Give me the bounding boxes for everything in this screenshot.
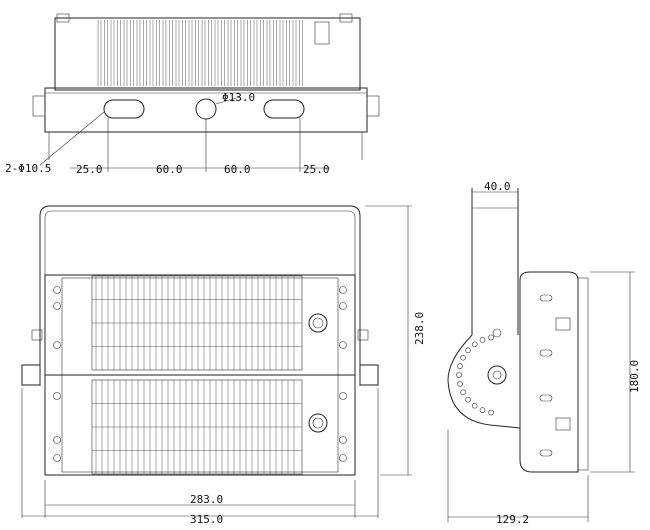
slot-icon — [539, 349, 553, 357]
center-hole-leader — [215, 96, 241, 105]
index-hole — [460, 389, 466, 396]
bolt-icon — [339, 286, 347, 294]
label-front-overall-width: 315.0 — [190, 513, 223, 526]
label-offset-left: 25.0 — [76, 163, 103, 176]
side-arc-holes — [456, 334, 494, 416]
label-side-body-height: 180.0 — [628, 360, 641, 393]
slot-hole-left — [103, 99, 145, 119]
bolt-icon — [53, 286, 61, 294]
bolt-icon — [53, 341, 61, 349]
bolt-icon — [53, 392, 61, 400]
label-front-height: 238.0 — [413, 312, 426, 345]
bolt-icon — [339, 392, 347, 400]
side-bracket-arm — [471, 188, 519, 335]
bolt-icon — [339, 341, 347, 349]
side-pivot-bolt — [487, 365, 507, 385]
front-bolts — [53, 286, 347, 462]
index-hole — [471, 341, 478, 348]
slot-hole-right — [263, 99, 305, 119]
front-fins — [92, 276, 302, 474]
front-yoke-outer — [39, 205, 361, 375]
bolt-icon — [339, 436, 347, 444]
label-span-right: 60.0 — [224, 163, 251, 176]
index-hole — [460, 354, 466, 361]
bracket-lock-right — [357, 329, 369, 341]
side-slots — [539, 294, 571, 457]
latch-icon — [555, 417, 571, 431]
index-hole — [479, 407, 486, 413]
center-hole — [195, 98, 217, 120]
label-side-bracket-width: 40.0 — [484, 180, 511, 193]
connector-lower — [308, 413, 328, 433]
label-side-overall-width: 129.2 — [496, 513, 529, 526]
bolt-icon — [339, 454, 347, 462]
top-view: 2-Φ10.5 Φ13.0 25.0 60.0 60.0 25.0 — [5, 13, 380, 176]
bolt-icon — [339, 302, 347, 310]
slot-icon — [539, 394, 553, 402]
side-heatsink-edge — [577, 277, 589, 471]
index-hole — [488, 334, 494, 341]
pivot-knob-right — [359, 364, 379, 386]
front-view: 238.0 283.0 315.0 — [21, 205, 426, 526]
index-hole — [488, 409, 494, 416]
slot-icon — [539, 294, 553, 302]
connector-upper — [308, 313, 328, 333]
side-pivot-small — [492, 328, 502, 338]
index-hole — [479, 337, 486, 343]
bolt-icon — [53, 454, 61, 462]
slot-icon — [539, 449, 553, 457]
pivot-knob-left — [21, 364, 41, 386]
bracket-lock-left — [31, 329, 43, 341]
side-view: 40.0 180.0 129.2 — [447, 180, 641, 526]
bolt-icon — [53, 302, 61, 310]
label-holes: 2-Φ10.5 — [5, 162, 51, 175]
label-span-left: 60.0 — [156, 163, 183, 176]
label-front-inner-width: 283.0 — [190, 493, 223, 506]
label-center-hole: Φ13.0 — [222, 91, 255, 104]
index-hole — [457, 381, 463, 387]
top-view-heatsink — [54, 17, 361, 91]
side-arc-plate — [447, 334, 521, 429]
side-housing — [519, 271, 579, 473]
index-hole — [465, 396, 471, 403]
cable-gland — [314, 21, 330, 45]
side-clamp-right — [366, 95, 380, 117]
top-view-fins — [97, 20, 303, 86]
holes-leader — [39, 111, 105, 166]
index-hole — [465, 347, 471, 354]
top-tab-left — [56, 13, 70, 23]
index-hole — [457, 363, 463, 369]
index-hole — [471, 402, 478, 409]
bolt-icon — [53, 436, 61, 444]
index-hole — [456, 372, 462, 378]
front-yoke-inner — [44, 210, 356, 375]
latch-icon — [555, 317, 571, 331]
side-clamp-left — [32, 95, 46, 117]
label-offset-right: 25.0 — [303, 163, 330, 176]
top-tab-right — [339, 13, 353, 23]
